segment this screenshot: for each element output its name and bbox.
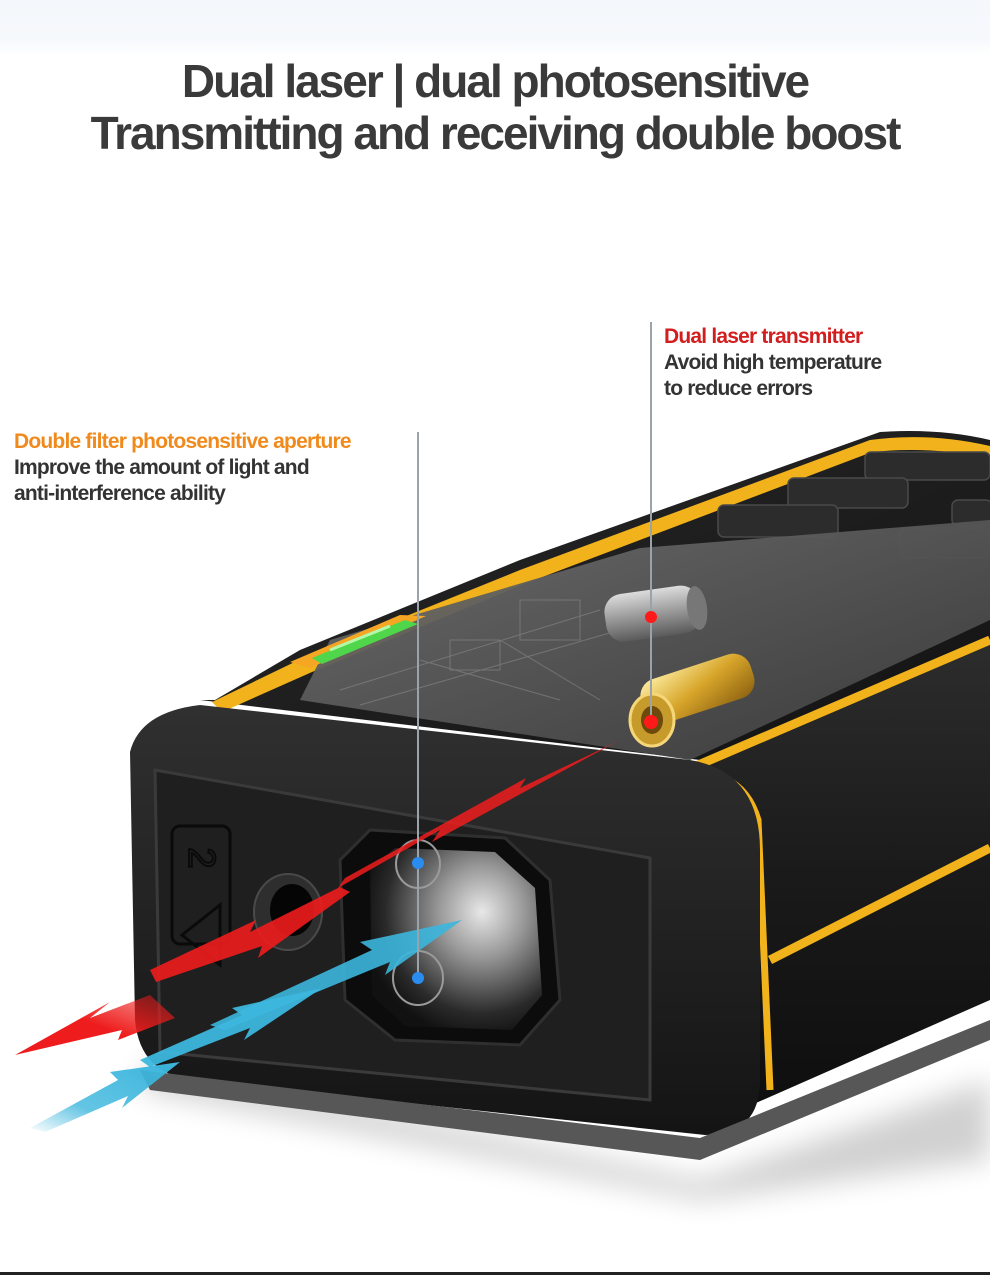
- svg-text:2: 2: [180, 847, 222, 868]
- callout-desc-line-2: to reduce errors: [664, 377, 813, 400]
- receiver-lens: [338, 828, 562, 1047]
- callout-desc-line-2: anti-interference ability: [14, 482, 226, 505]
- callout-photosensitive-aperture: Double filter photosensitive aperture Im…: [14, 429, 352, 507]
- aperture-marker-2: [412, 972, 424, 984]
- callout-title: Dual laser transmitter: [664, 325, 863, 348]
- bottom-border: [0, 1272, 990, 1275]
- top-band: [0, 0, 990, 56]
- transparent-window: [300, 520, 990, 760]
- device-side: [700, 640, 990, 1110]
- transmitter-marker-2: [644, 715, 658, 729]
- level-bubble: [290, 615, 426, 668]
- callout-laser-transmitter: Dual laser transmitter Avoid high temper…: [664, 324, 882, 402]
- callout-desc-line-1: Avoid high temperature: [664, 351, 882, 374]
- transmitter-marker-1: [645, 611, 657, 623]
- headline-line-1: Dual laser | dual photosensitive: [181, 55, 810, 107]
- emitted-laser-beams: [15, 740, 620, 1055]
- callout-title: Double filter photosensitive aperture: [14, 430, 352, 453]
- device-base-edge: [140, 1020, 990, 1160]
- headline-line-2: Transmitting and receiving double boost: [90, 107, 902, 159]
- received-light-beams: [30, 920, 462, 1132]
- callout-desc-line-1: Improve the amount of light and: [14, 456, 310, 479]
- aperture-marker-1: [412, 857, 424, 869]
